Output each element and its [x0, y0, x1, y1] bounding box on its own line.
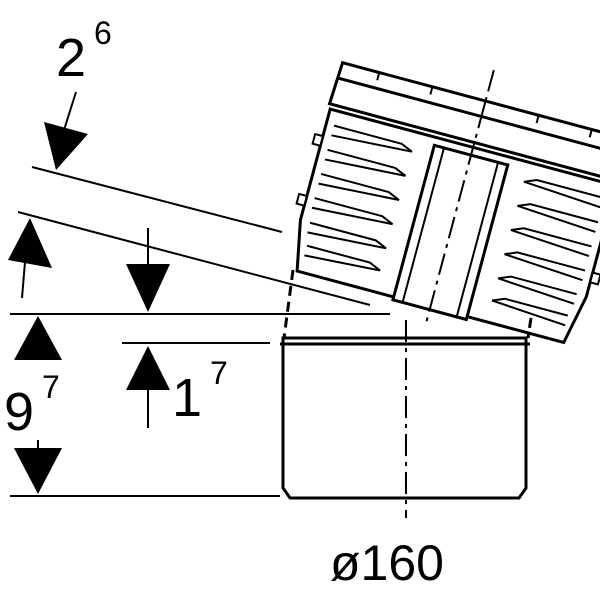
arrow-left-up	[8, 218, 52, 268]
dimension-arrows	[8, 122, 170, 494]
arrow-inner-up	[126, 346, 170, 390]
diameter-label: ø160	[330, 535, 444, 591]
dim-left-main: 9	[4, 382, 34, 442]
dim-top-sup: 6	[94, 15, 112, 51]
arrow-top-2-6	[44, 122, 88, 170]
angled-socket	[295, 60, 600, 345]
dim-label-inner: 1 7	[172, 355, 228, 428]
arrow-mid-down	[126, 264, 170, 312]
arrow-left-9-up	[14, 316, 62, 360]
dim-inner-main: 1	[172, 368, 202, 428]
arrow-left-9-down	[14, 448, 62, 494]
dim-label-top: 2 6	[56, 15, 112, 88]
transition-edges	[282, 269, 533, 339]
dim-inner-sup: 7	[210, 355, 228, 391]
dim-label-left: 9 7	[4, 369, 60, 442]
lower-pipe	[280, 336, 530, 500]
dim-left-sup: 7	[42, 369, 60, 405]
dim-top-main: 2	[56, 28, 86, 88]
